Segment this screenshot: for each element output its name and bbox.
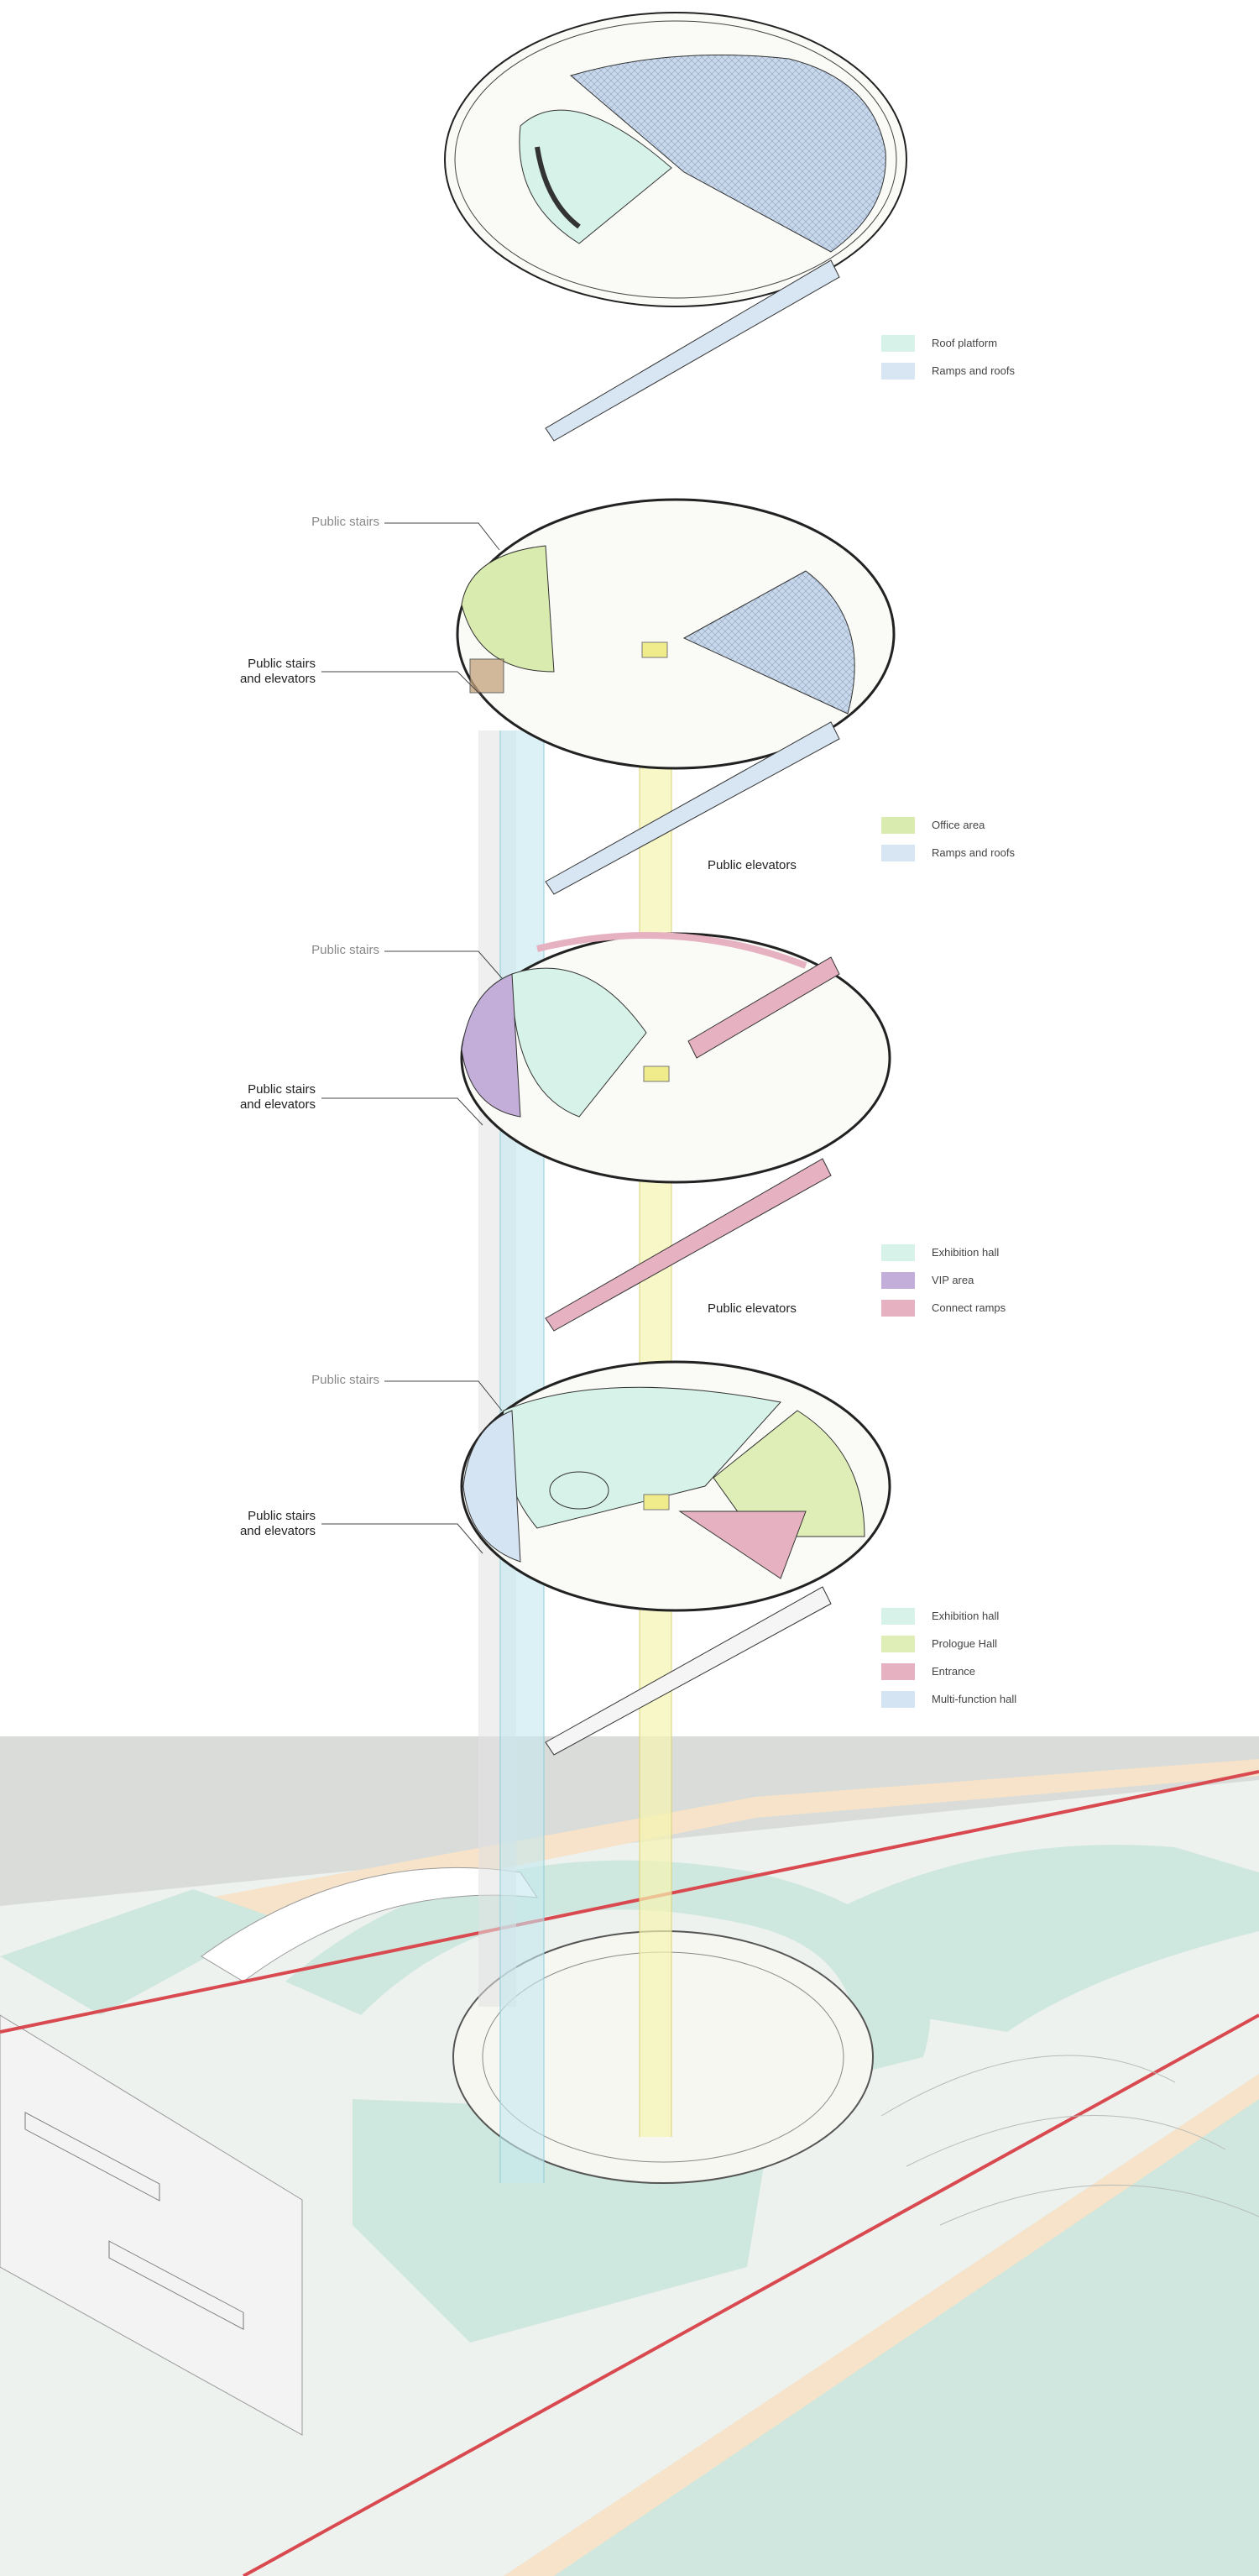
roof-curved-seating [535,146,581,229]
legend-swatch [881,844,915,861]
level2-vip [461,973,521,1118]
legend-item: Ramps and roofs [881,839,1015,867]
level1-prologue [713,1410,865,1537]
level2-connect-ramp-1 [687,956,840,1059]
legend-item: VIP area [881,1266,1006,1294]
legend-label: Multi-function hall [932,1693,1017,1705]
roof-plan [444,12,907,442]
leader-lines [321,522,503,1554]
level3-office-area [461,545,555,673]
level3-hatched-roof [682,570,855,715]
legend-label: Exhibition hall [932,1246,1000,1259]
legend-level3: Office area Ramps and roofs [881,811,1015,867]
legend-item: Entrance [881,1657,1016,1685]
legend-label: Connect ramps [932,1301,1006,1314]
legend-swatch [881,1690,915,1708]
level2-exhibition [511,967,647,1118]
legend-label: VIP area [932,1274,974,1286]
legend-label: Ramps and roofs [932,364,1015,377]
roof-hatched-roof [569,55,886,253]
legend-swatch [881,1607,915,1625]
legend-item: Prologue Hall [881,1630,1016,1657]
level1-oval-room [549,1471,609,1510]
roof-platform-area [519,109,672,244]
level2-connect-ramp-2 [545,1158,832,1332]
site-green-ring [285,1860,931,2074]
level1-plan [460,1360,891,1756]
legend-item: Multi-function hall [881,1685,1016,1713]
legend-label: Entrance [932,1665,976,1678]
site-green-left [0,1889,277,2015]
level2-plan [460,932,891,1332]
level3-plan [456,498,896,895]
legend-item: Exhibition hall [881,1238,1006,1266]
legend-swatch [881,1271,915,1289]
legend-swatch [881,362,915,380]
legend-item: Connect ramps [881,1294,1006,1322]
site-green-east [797,1845,1259,2032]
callout-level3-public-stairs-elevators: Public stairs and elevators [239,657,316,686]
level1-entrance [678,1511,807,1579]
legend-roof: Roof platform Ramps and roofs [881,329,1015,385]
legend-item: Ramps and roofs [881,357,1015,385]
level1-ramp [545,1586,832,1756]
legend-swatch [881,1243,915,1261]
legend-swatch [881,816,915,834]
roof-ramp [545,259,840,442]
parking-area [0,2014,303,2436]
callout-level1-public-stairs: Public stairs [311,1373,379,1387]
legend-item: Office area [881,811,1015,839]
legend-swatch [881,334,915,352]
legend-item: Exhibition hall [881,1602,1016,1630]
site-contours [880,2055,1259,2226]
legend-label: Prologue Hall [932,1637,998,1650]
callout-level2-public-elevators: Public elevators [708,1301,797,1316]
callout-level2-public-stairs-elevators: Public stairs and elevators [239,1082,316,1112]
red-road-line-1 [0,1770,1259,2034]
legend-label: Office area [932,819,985,831]
callout-level3-public-elevators: Public elevators [708,858,797,872]
level2-pink-rim [536,932,807,969]
level3-ramp [545,721,840,895]
legend-swatch [881,1662,915,1680]
legend-level2: Exhibition hall VIP area Connect ramps [881,1238,1006,1322]
riverbank-sand [504,2074,1259,2576]
legend-label: Roof platform [932,337,998,349]
callout-level3-public-stairs: Public stairs [311,515,379,529]
level1-multifunction [462,1410,521,1563]
parking-stalls [24,2112,244,2330]
legend-label: Exhibition hall [932,1610,1000,1622]
legend-swatch [881,1299,915,1317]
red-road-line-2 [243,2013,1259,2576]
site-plan [0,1736,1259,2576]
legend-level1: Exhibition hall Prologue Hall Entrance M… [881,1602,1016,1713]
callout-level1-public-stairs-elevators: Public stairs and elevators [239,1509,316,1538]
callout-level2-public-stairs: Public stairs [311,943,379,957]
legend-label: Ramps and roofs [932,846,1015,859]
legend-item: Roof platform [881,329,1015,357]
legend-swatch [881,1635,915,1652]
